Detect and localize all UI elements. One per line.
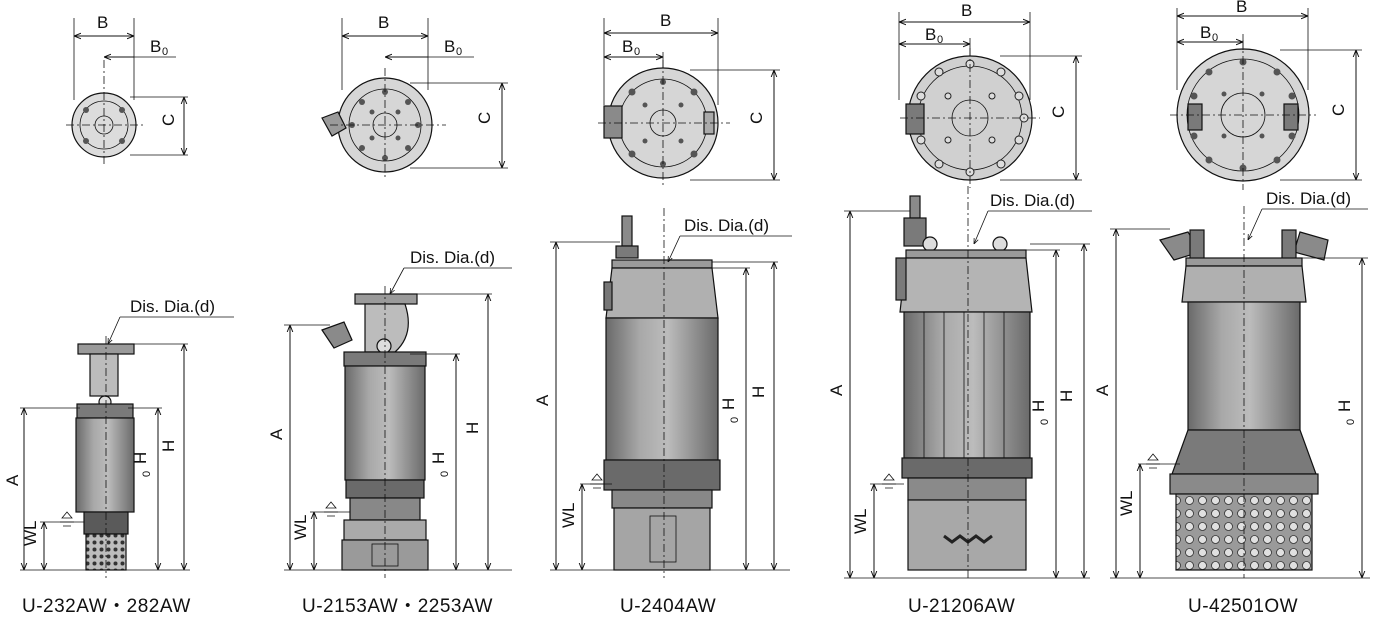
model-caption-5: U-42501OW xyxy=(1188,596,1298,617)
pump-3-side-dimensions: A WL H 0 H Dis. Dia.(d) xyxy=(533,216,792,571)
dim-B0-sub-4: 0 xyxy=(937,34,943,46)
dim-H-label-2: H xyxy=(463,422,482,434)
pump-4-drawing: B B 0 C xyxy=(827,1,1092,617)
pump-3-side-view xyxy=(603,208,721,578)
pump-2-side-dimensions: A WL H 0 H Dis. Dia.(d) xyxy=(267,248,512,571)
dis-dia-label-2: Dis. Dia.(d) xyxy=(410,248,495,267)
dim-B-label-3: B xyxy=(660,11,671,30)
pump-5-drawing: B B 0 C A xyxy=(1093,0,1370,617)
pump-2-drawing: B B 0 C A xyxy=(267,13,512,617)
dim-C-label-3: C xyxy=(747,112,766,124)
pump-1-side-view xyxy=(75,336,135,578)
model-caption-3: U-2404AW xyxy=(620,596,716,617)
dim-A-label-4: A xyxy=(827,384,846,396)
dim-B0-label-3: B xyxy=(622,37,633,56)
dim-C-label-5: C xyxy=(1329,104,1348,116)
dim-H0-label-4: H xyxy=(1029,400,1048,412)
dim-B0-sub-5: 0 xyxy=(1212,32,1218,44)
pump-4-top-view xyxy=(900,48,1040,188)
dim-C-label-1: C xyxy=(159,114,178,126)
dim-H0-sub-5: 0 xyxy=(1345,419,1357,425)
dim-A-label-5: A xyxy=(1093,384,1112,396)
model-caption-1: U-232AW・282AW xyxy=(22,596,191,617)
pump-3-top-dimensions: B B 0 C xyxy=(603,11,780,181)
model-caption-4: U-21206AW xyxy=(908,596,1015,617)
pump-5-top-view xyxy=(1170,40,1316,190)
dim-H-label-4: H xyxy=(1057,390,1076,402)
pump-5-side-dimensions: A WL H 0 Dis. Dia.(d) xyxy=(1093,189,1370,579)
dim-B0-label-1: B xyxy=(150,37,161,56)
pump-4-side-view xyxy=(895,186,1033,578)
dim-B-label-5: B xyxy=(1236,0,1247,16)
pump-2-top-view xyxy=(321,68,446,180)
dim-B-label-4: B xyxy=(961,1,972,20)
dim-WL-label-2: WL xyxy=(291,515,310,541)
dim-B0-label-4: B xyxy=(925,25,936,44)
dim-H0-sub-4: 0 xyxy=(1039,419,1051,425)
pump-4-top-dimensions: B B 0 C xyxy=(898,1,1082,181)
pump-4-side-dimensions: A WL H 0 H Dis. Dia.(d) xyxy=(827,191,1092,579)
dis-dia-label-3: Dis. Dia.(d) xyxy=(684,216,769,235)
dim-B-label-2: B xyxy=(378,13,389,32)
dim-B0-sub-3: 0 xyxy=(634,46,640,58)
dim-H0-sub-2: 0 xyxy=(439,471,451,477)
dim-B0-label-2: B xyxy=(444,37,455,56)
dis-dia-label-4: Dis. Dia.(d) xyxy=(990,191,1075,210)
dis-dia-label-1: Dis. Dia.(d) xyxy=(130,297,215,316)
pump-3-drawing: B B 0 C A xyxy=(533,11,792,617)
dim-H0-label-3: H xyxy=(719,398,738,410)
dim-C-label-2: C xyxy=(475,112,494,124)
dim-WL-label-3: WL xyxy=(559,503,578,529)
dim-B0-sub-2: 0 xyxy=(456,46,462,58)
dim-A-label-2: A xyxy=(267,428,286,440)
dim-H-label-1: H xyxy=(159,440,178,452)
pump-5-top-dimensions: B B 0 C xyxy=(1176,0,1362,181)
dim-H0-label-2: H xyxy=(429,452,448,464)
dim-H0-sub-1: 0 xyxy=(141,471,153,477)
pump-5-side-view xyxy=(1159,206,1329,578)
pump-1-drawing: B B 0 C A WL xyxy=(3,13,234,617)
pump-1-top-view xyxy=(66,60,146,166)
dis-dia-label-5: Dis. Dia.(d) xyxy=(1266,189,1351,208)
dim-B0-sub-1: 0 xyxy=(162,46,168,58)
dim-WL-label-5: WL xyxy=(1117,491,1136,517)
dim-WL-label-4: WL xyxy=(851,509,870,535)
pump-3-top-view xyxy=(598,60,730,186)
dim-H0-label-1: H xyxy=(131,452,150,464)
pump-1-side-dimensions: A WL H 0 H Dis. Dia.(d) xyxy=(3,297,234,571)
dim-A-label-3: A xyxy=(533,394,552,406)
dim-C-label-4: C xyxy=(1049,106,1068,118)
pump-2-side-view xyxy=(321,286,429,578)
dim-B-label-1: B xyxy=(97,13,108,32)
dim-WL-label-1: WL xyxy=(21,521,40,547)
dim-H0-sub-3: 0 xyxy=(729,417,741,423)
pump-1-top-dimensions: B B 0 C xyxy=(73,13,188,156)
dim-A-label-1: A xyxy=(3,474,22,486)
dim-H0-label-5: H xyxy=(1335,400,1354,412)
model-caption-2: U-2153AW・2253AW xyxy=(302,596,493,617)
dim-B0-label-5: B xyxy=(1200,23,1211,42)
pump-2-top-dimensions: B B 0 C xyxy=(341,13,508,169)
dim-H-label-3: H xyxy=(749,386,768,398)
